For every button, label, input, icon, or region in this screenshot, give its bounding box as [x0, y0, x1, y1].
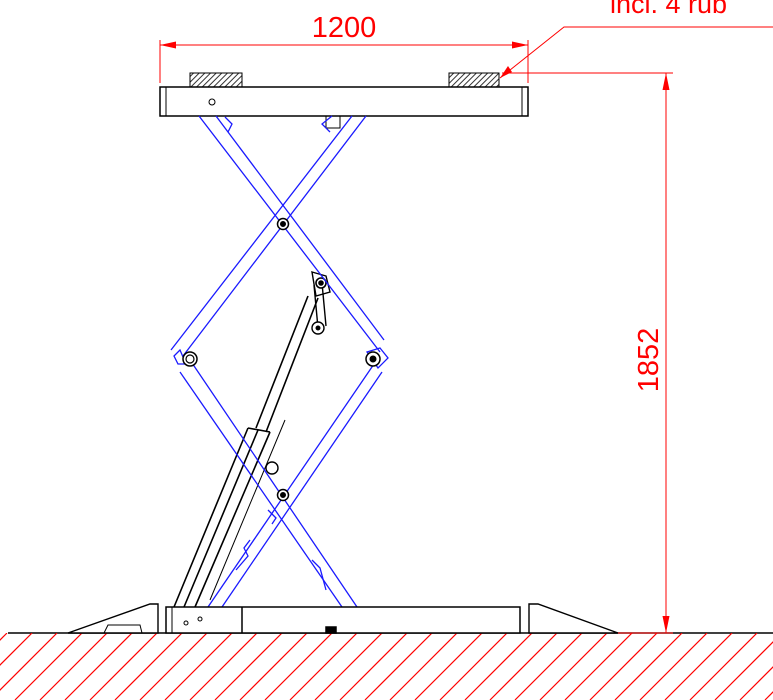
hatch-line — [339, 633, 408, 700]
hatch-line — [14, 633, 83, 700]
hatch-line — [439, 633, 508, 700]
width-label: 1200 — [312, 12, 377, 44]
hatch-line — [114, 633, 183, 700]
callout-label: incl. 4 rub — [610, 0, 727, 19]
rubber-pad-left — [189, 72, 243, 88]
hatch-line — [239, 633, 308, 700]
hatch-line — [639, 633, 708, 700]
hatch-line — [189, 633, 258, 700]
hatch-line — [289, 633, 358, 700]
hatch-line — [139, 633, 208, 700]
platform-hole — [208, 98, 216, 106]
base-frame — [67, 603, 619, 634]
hatch-line — [64, 633, 133, 700]
ground-hatch — [0, 633, 773, 700]
hatch-line — [564, 633, 633, 700]
hatch-line — [89, 633, 158, 700]
hatch-line — [739, 666, 773, 700]
hatch-line — [664, 633, 733, 700]
dimensions — [159, 26, 773, 634]
hatch-line — [264, 633, 333, 700]
hatch-line — [39, 633, 108, 700]
pivot-pins — [182, 217, 381, 502]
hatch-line — [164, 633, 233, 700]
hatch-line — [0, 633, 58, 691]
callout-leader — [499, 26, 773, 79]
hatch-line — [589, 633, 658, 700]
ramp-left — [67, 603, 159, 634]
hatch-line — [314, 633, 383, 700]
hatch-line — [614, 633, 683, 700]
hatch-line — [489, 633, 558, 700]
hatch-line — [414, 633, 483, 700]
hatch-line — [689, 633, 758, 700]
hatch-line — [514, 633, 583, 700]
hatch-line — [389, 633, 458, 700]
hatch-line — [714, 641, 773, 700]
hatch-line — [0, 633, 8, 641]
rubber-pad-right — [448, 72, 500, 88]
height-label: 1852 — [633, 328, 665, 393]
scissor-arms — [170, 115, 389, 608]
base-beam — [165, 606, 521, 634]
platform-beam — [159, 86, 529, 117]
hatch-line — [214, 633, 283, 700]
hydraulic-cylinder — [173, 271, 331, 608]
hatch-line — [539, 633, 608, 700]
hatch-line — [464, 633, 533, 700]
ground — [0, 632, 773, 700]
hatch-line — [364, 633, 433, 700]
top-platform — [159, 72, 529, 129]
ramp-right — [528, 603, 619, 634]
hatch-line — [0, 633, 33, 666]
